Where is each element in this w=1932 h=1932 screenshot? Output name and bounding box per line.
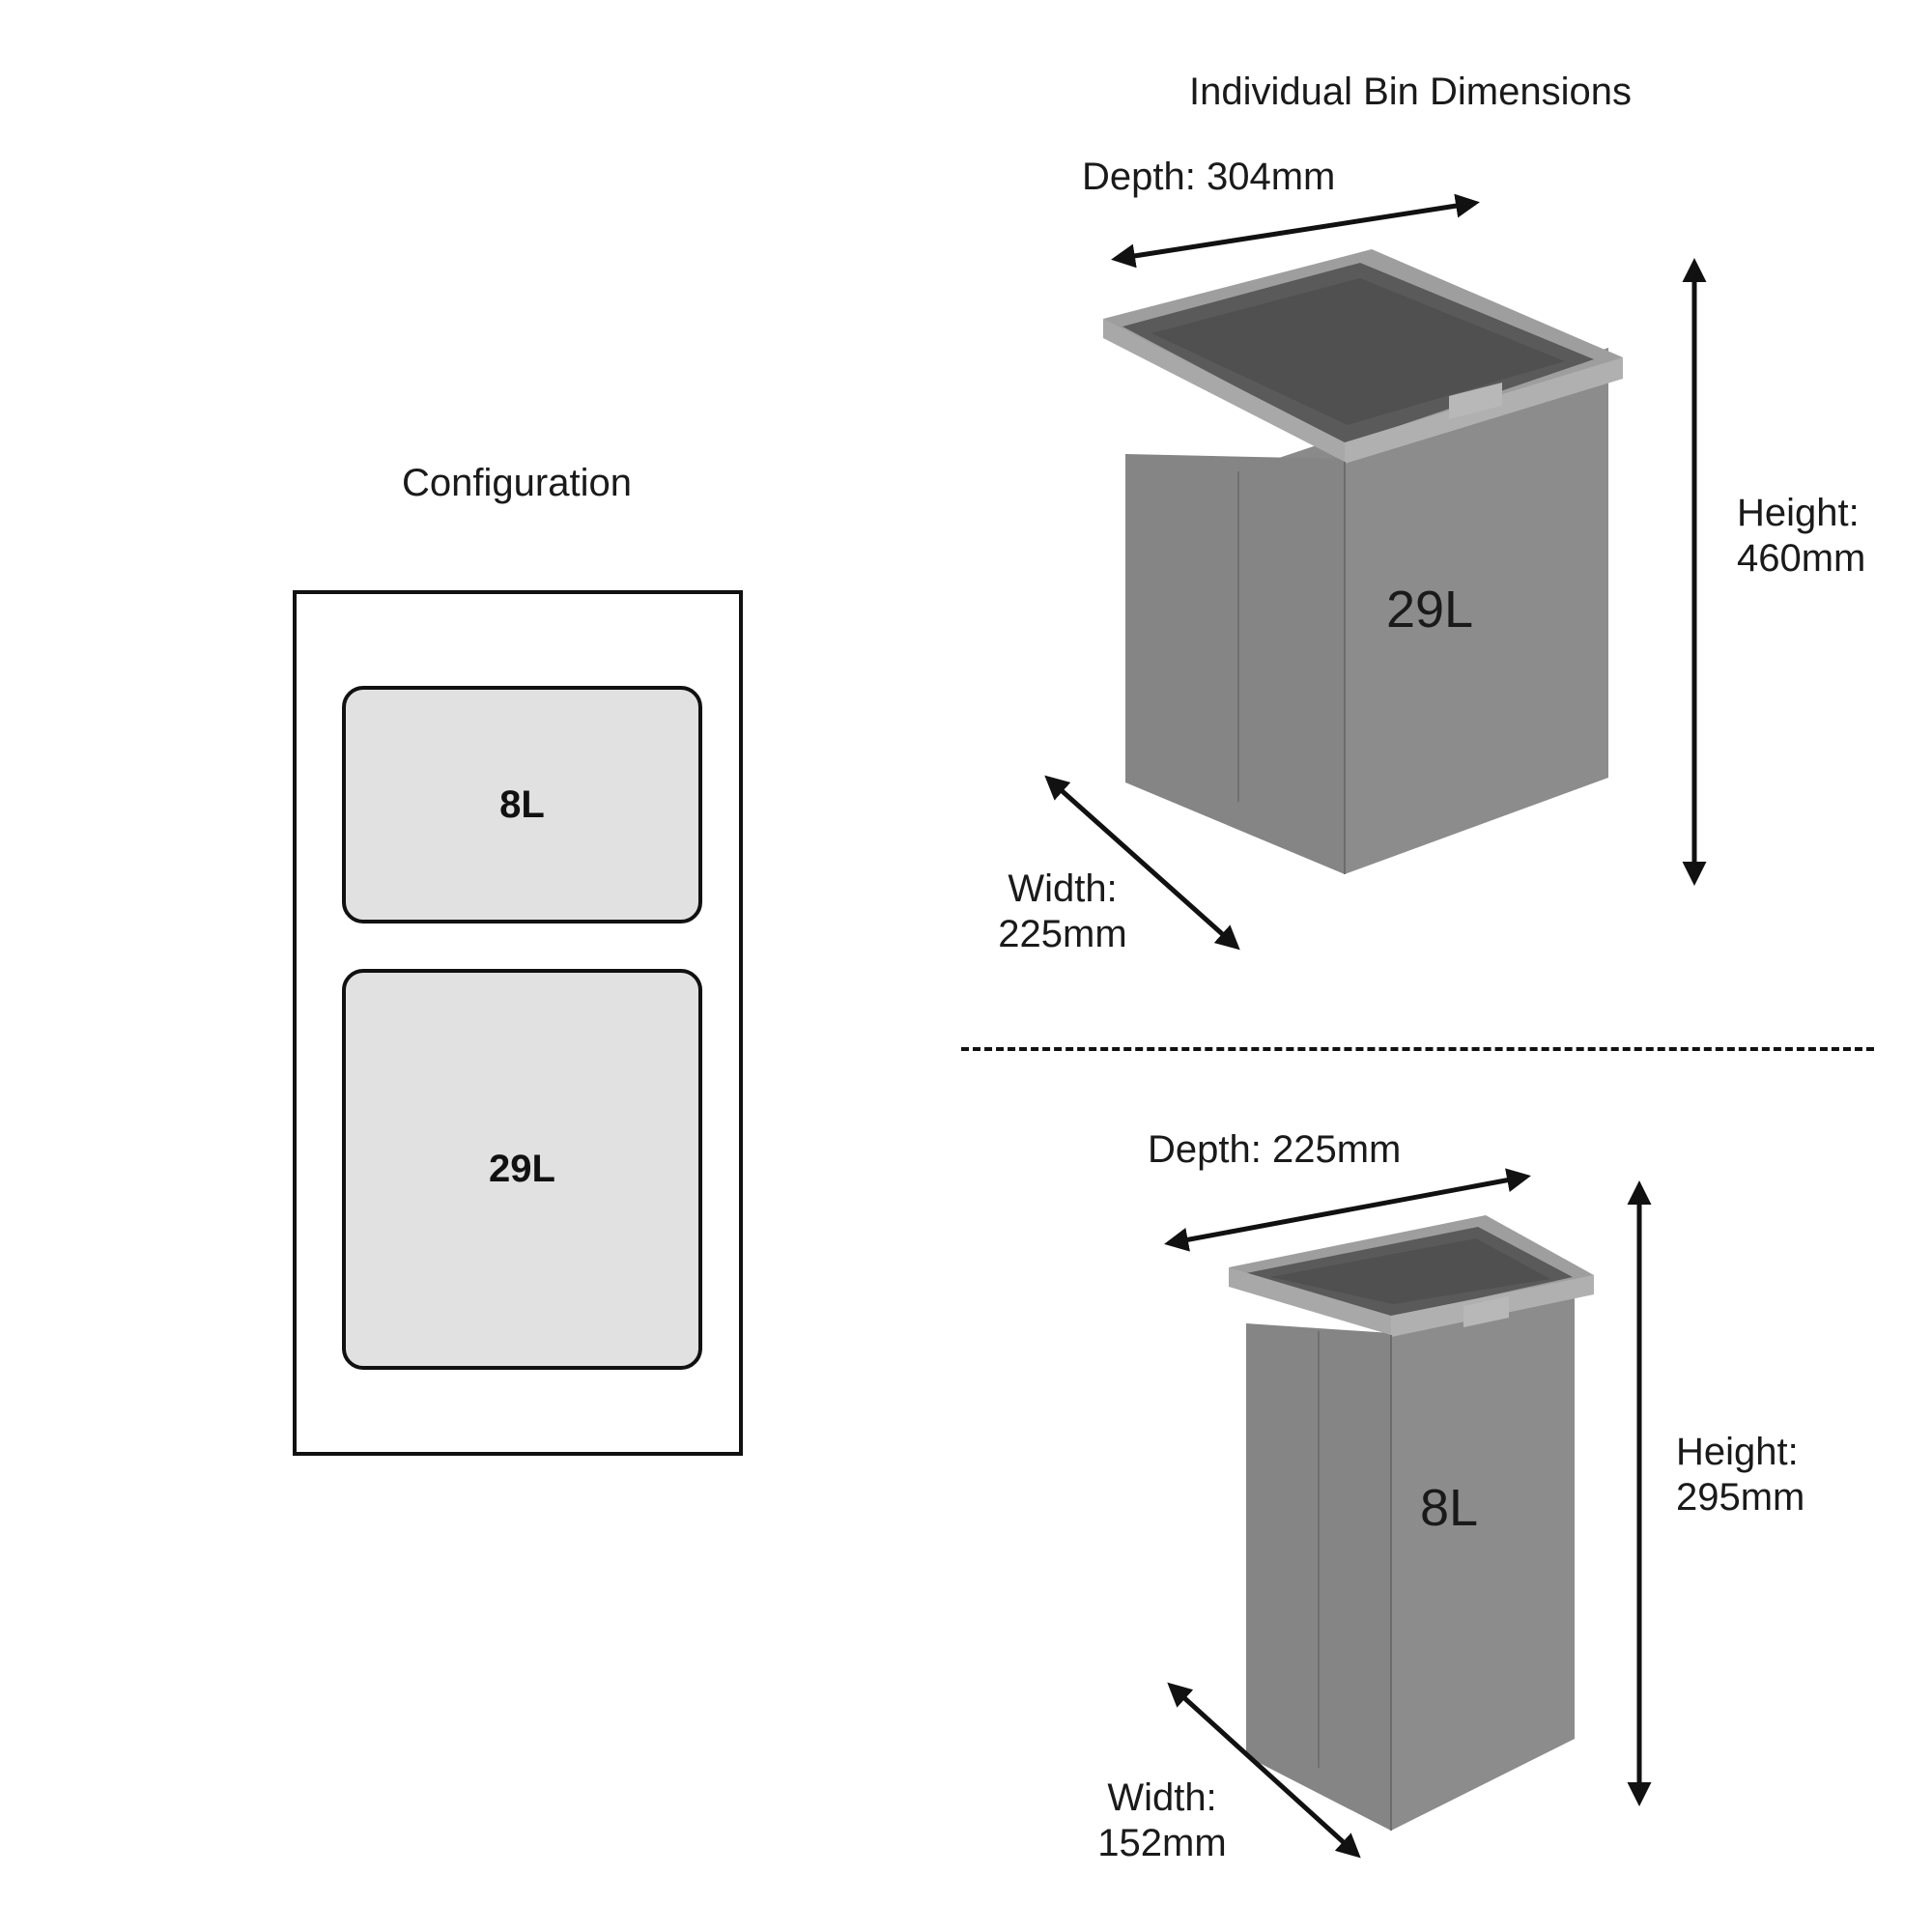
- config-bin-8l: 8L: [342, 686, 702, 923]
- large-width-label-line2: 225mm: [998, 913, 1127, 956]
- large-bin-capacity-label: 29L: [1385, 581, 1474, 639]
- small-height-label-line2: 295mm: [1676, 1476, 1805, 1520]
- large-bin-image: [1103, 249, 1623, 874]
- large-height-label-line1: Height:: [1737, 492, 1860, 534]
- large-width-label-line1: Width:: [1008, 867, 1118, 910]
- large-depth-label: Depth: 304mm: [1082, 156, 1336, 198]
- small-width-arrow: [1167, 1682, 1361, 1859]
- large-height-label-line2: 460mm: [1737, 537, 1866, 581]
- small-depth-label: Depth: 225mm: [1148, 1128, 1402, 1171]
- small-width-label-line1: Width:: [1107, 1776, 1217, 1819]
- small-height-label: Height: 295mm: [1676, 1430, 1804, 1520]
- small-bin-capacity-label: 8L: [1419, 1479, 1479, 1537]
- large-width-arrow: [1044, 775, 1240, 951]
- config-bin-29l: 29L: [342, 969, 702, 1370]
- small-depth-arrow: [1164, 1168, 1531, 1252]
- small-width-label-line2: 152mm: [1097, 1822, 1227, 1865]
- large-depth-arrow: [1111, 193, 1480, 269]
- dimensions-title: Individual Bin Dimensions: [1188, 71, 1632, 113]
- section-divider: [961, 1047, 1874, 1051]
- large-height-label: Height: 460mm: [1737, 491, 1865, 582]
- configuration-title: Configuration: [402, 462, 632, 504]
- small-height-label-line1: Height:: [1676, 1431, 1799, 1473]
- small-width-label: Width: 152mm: [1090, 1776, 1235, 1866]
- configuration-diagram: 8L 29L: [293, 590, 743, 1456]
- large-width-label: Width: 225mm: [990, 867, 1135, 957]
